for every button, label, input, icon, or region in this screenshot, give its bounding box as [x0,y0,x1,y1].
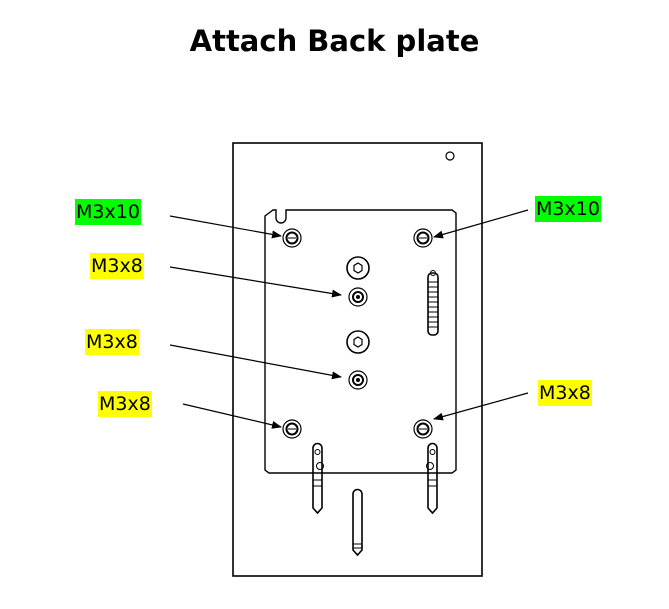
page-title: Attach Back plate [189,24,480,58]
callout-bottom-right-label: M3x8 [538,380,592,406]
screw-top-left [282,228,302,248]
leader-mid-lower-left [169,344,342,380]
screw-center-lower [348,370,368,390]
pin-right [426,442,438,515]
leader-top-left [169,215,282,239]
leader-top-right [433,209,529,239]
callout-bottom-left-label: M3x8 [98,391,152,417]
screw-center-upper [348,287,368,307]
leader-bottom-left [182,403,282,429]
standoff-lower [346,330,370,354]
leader-bottom-right [433,392,529,421]
callout-top-left-label: M3x10 [75,199,141,225]
standoff-upper [346,256,370,280]
callout-mid-lower-left-label: M3x8 [85,329,139,355]
connector-strip [427,270,439,336]
outer-plate [232,142,483,577]
leader-mid-upper-left [169,266,342,298]
pin-center [352,488,363,557]
corner-hole [445,151,455,161]
screw-top-right [413,228,433,248]
callout-mid-upper-left-label: M3x8 [90,253,144,279]
screw-bottom-right [413,419,433,439]
callout-top-right-label: M3x10 [535,196,601,222]
screw-bottom-left [282,419,302,439]
pin-left [312,442,324,515]
back-plate-outline [264,209,457,474]
